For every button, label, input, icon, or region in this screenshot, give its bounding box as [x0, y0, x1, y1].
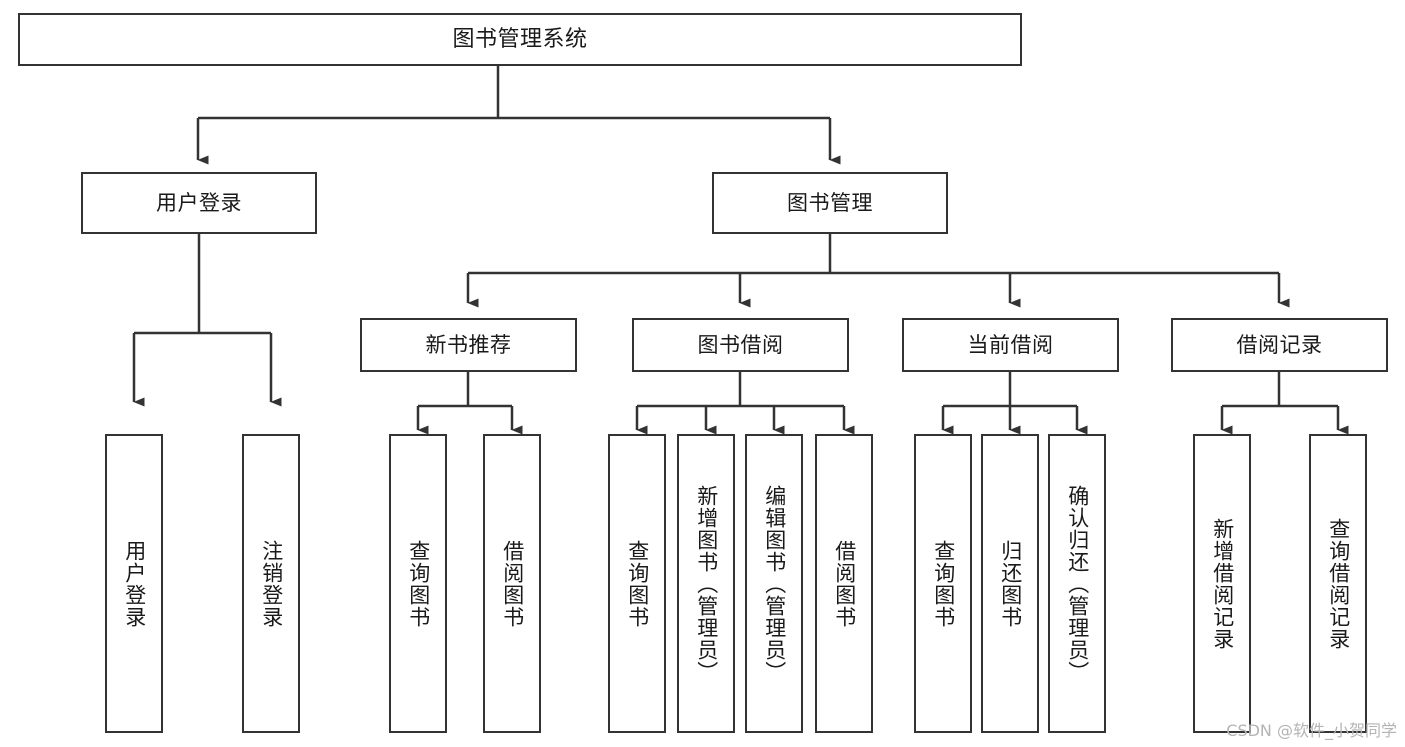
node-leaf-add-book-admin[interactable]: 新增图书（管理员） — [677, 434, 735, 733]
edges-userlogin-to-leaves — [132, 234, 282, 407]
watermark-text: CSDN @软件_小贺同学 — [1226, 721, 1397, 740]
node-leaf-query-borrow-record[interactable]: 查询借阅记录 — [1309, 434, 1367, 733]
node-label: 新增图书（管理员） — [694, 484, 719, 683]
node-label: 借阅记录 — [1236, 332, 1323, 357]
node-label: 图书管理 — [787, 190, 873, 215]
edges-root-to-level2 — [196, 66, 841, 165]
node-label: 新书推荐 — [425, 332, 512, 357]
node-label: 借阅图书 — [832, 539, 857, 628]
node-leaf-query-books-borrow[interactable]: 查询图书 — [608, 434, 666, 733]
edges-booklmgmt-to-level3 — [466, 234, 1290, 308]
node-label: 新增借阅记录 — [1210, 517, 1235, 650]
node-book-borrow[interactable]: 图书借阅 — [632, 318, 849, 372]
node-user-login[interactable]: 用户登录 — [81, 172, 317, 234]
node-leaf-borrow-books-recommend[interactable]: 借阅图书 — [483, 434, 541, 733]
node-leaf-query-books-recommend[interactable]: 查询图书 — [389, 434, 447, 733]
node-book-management[interactable]: 图书管理 — [712, 172, 948, 234]
node-leaf-return-book[interactable]: 归还图书 — [981, 434, 1039, 733]
node-label: 图书借阅 — [697, 332, 784, 357]
node-leaf-user-login[interactable]: 用户登录 — [105, 434, 163, 733]
edges-currentborrow-to-leaves — [941, 372, 1088, 435]
node-label: 确认归还（管理员） — [1065, 484, 1090, 683]
node-new-book-recommend[interactable]: 新书推荐 — [360, 318, 577, 372]
edges-bookborrow-to-leaves — [635, 372, 855, 435]
node-label: 归还图书 — [998, 539, 1023, 628]
node-label: 查询图书 — [625, 539, 650, 628]
node-label: 注销登录 — [259, 539, 284, 628]
node-label: 当前借阅 — [967, 332, 1054, 357]
node-leaf-add-borrow-record[interactable]: 新增借阅记录 — [1193, 434, 1251, 733]
node-label: 查询图书 — [931, 539, 956, 628]
node-leaf-borrow-book[interactable]: 借阅图书 — [815, 434, 873, 733]
node-label: 查询图书 — [406, 539, 431, 628]
node-leaf-logout[interactable]: 注销登录 — [242, 434, 300, 733]
edges-borrowrecord-to-leaves — [1220, 372, 1349, 435]
node-label: 用户登录 — [122, 539, 147, 628]
node-leaf-edit-book-admin[interactable]: 编辑图书（管理员） — [745, 434, 803, 733]
node-label: 用户登录 — [156, 190, 242, 215]
node-label: 图书管理系统 — [452, 26, 588, 52]
edges-newbook-to-leaves — [416, 372, 523, 435]
node-current-borrow[interactable]: 当前借阅 — [902, 318, 1119, 372]
node-label: 借阅图书 — [500, 539, 525, 628]
node-root-book-management-system[interactable]: 图书管理系统 — [18, 13, 1022, 66]
node-borrow-record[interactable]: 借阅记录 — [1171, 318, 1388, 372]
node-label: 查询借阅记录 — [1326, 517, 1351, 650]
node-leaf-confirm-return-admin[interactable]: 确认归还（管理员） — [1048, 434, 1106, 733]
node-leaf-query-books-current[interactable]: 查询图书 — [914, 434, 972, 733]
node-label: 编辑图书（管理员） — [762, 484, 787, 683]
